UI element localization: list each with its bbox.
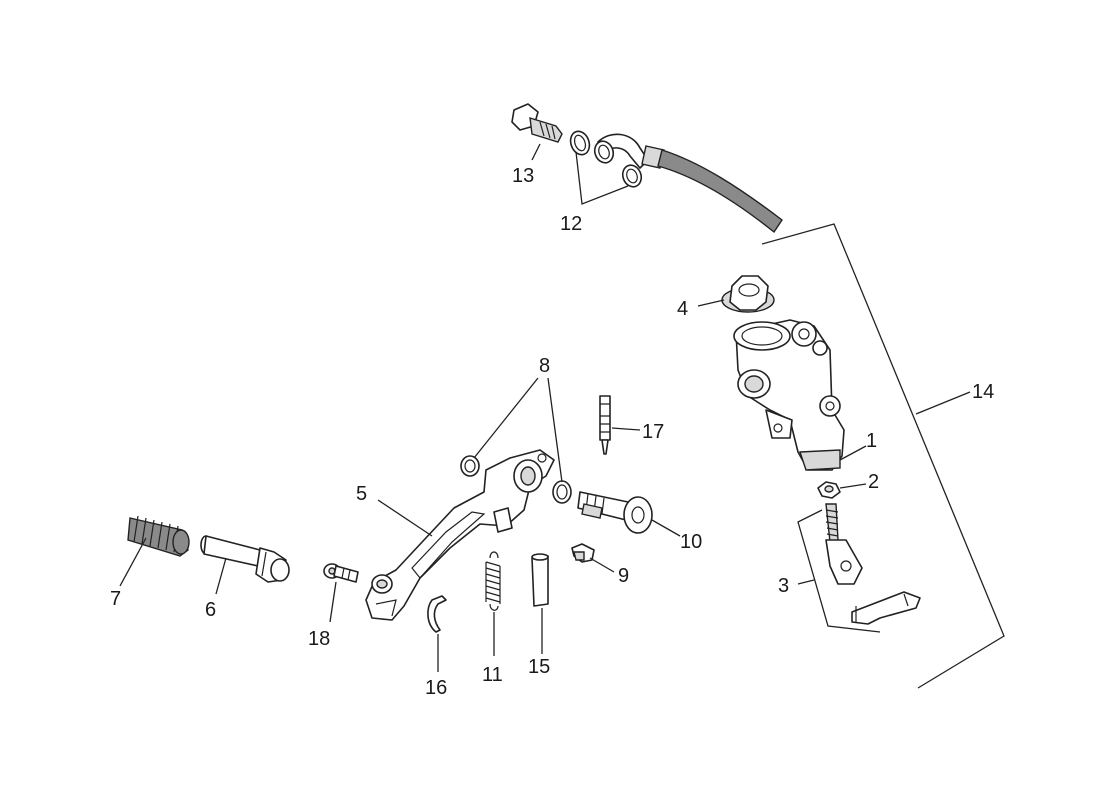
label-7: 7 <box>110 588 121 610</box>
label-3: 3 <box>778 575 789 597</box>
leader-3 <box>797 579 815 585</box>
part-15-sleeve <box>531 553 549 607</box>
part-11-spring <box>485 551 501 611</box>
leader-10 <box>651 519 681 537</box>
label-15: 15 <box>528 656 550 678</box>
leader-1 <box>839 445 867 461</box>
label-8: 8 <box>539 355 550 377</box>
label-11: 11 <box>482 664 503 686</box>
part-6-pedal-pin <box>200 535 290 583</box>
leader-12 <box>575 151 629 205</box>
part-number-labels: 13 12 4 8 17 5 1 2 3 14 10 9 11 15 16 18… <box>110 165 994 699</box>
leader-17 <box>611 427 641 431</box>
brake-hose <box>593 133 783 234</box>
part-9-screw <box>571 543 595 563</box>
leader-2 <box>839 483 867 489</box>
label-17: 17 <box>642 421 664 443</box>
label-10: 10 <box>680 531 702 553</box>
part-3-push-rod-clevis <box>797 503 921 633</box>
part-5-brake-pedal <box>365 449 555 621</box>
part-8-o-rings <box>460 455 572 504</box>
label-4: 4 <box>677 298 688 320</box>
label-1: 1 <box>866 430 877 452</box>
leader-18 <box>329 581 337 623</box>
label-6: 6 <box>205 599 216 621</box>
part-10-pivot-bolt <box>577 491 653 534</box>
label-16: 16 <box>425 677 447 699</box>
leader-4 <box>697 299 725 307</box>
part-16-circlip <box>427 595 447 633</box>
part-14-group-bracket <box>761 223 1005 689</box>
leader-6 <box>215 557 227 595</box>
part-4-reservoir-cap <box>721 275 775 313</box>
label-12: 12 <box>560 213 582 235</box>
part-17-pin <box>599 395 611 455</box>
part-12-sealing-washers <box>569 130 643 188</box>
leader-lines <box>119 143 971 672</box>
leader-5 <box>377 499 433 537</box>
part-7-rubber-pad <box>127 515 190 557</box>
part-2-nut <box>817 481 841 499</box>
leader-13 <box>531 143 541 161</box>
part-13-banjo-bolt <box>511 103 563 143</box>
leader-14 <box>915 391 971 415</box>
label-13: 13 <box>512 165 534 187</box>
leader-9 <box>589 557 615 573</box>
label-14: 14 <box>972 381 994 403</box>
part-18-bolt <box>323 563 359 583</box>
label-9: 9 <box>618 565 629 587</box>
label-2: 2 <box>868 471 879 493</box>
label-5: 5 <box>356 483 367 505</box>
label-18: 18 <box>308 628 330 650</box>
leader-8 <box>473 377 563 483</box>
leader-7 <box>119 537 147 587</box>
part-1-master-cylinder <box>733 319 845 471</box>
